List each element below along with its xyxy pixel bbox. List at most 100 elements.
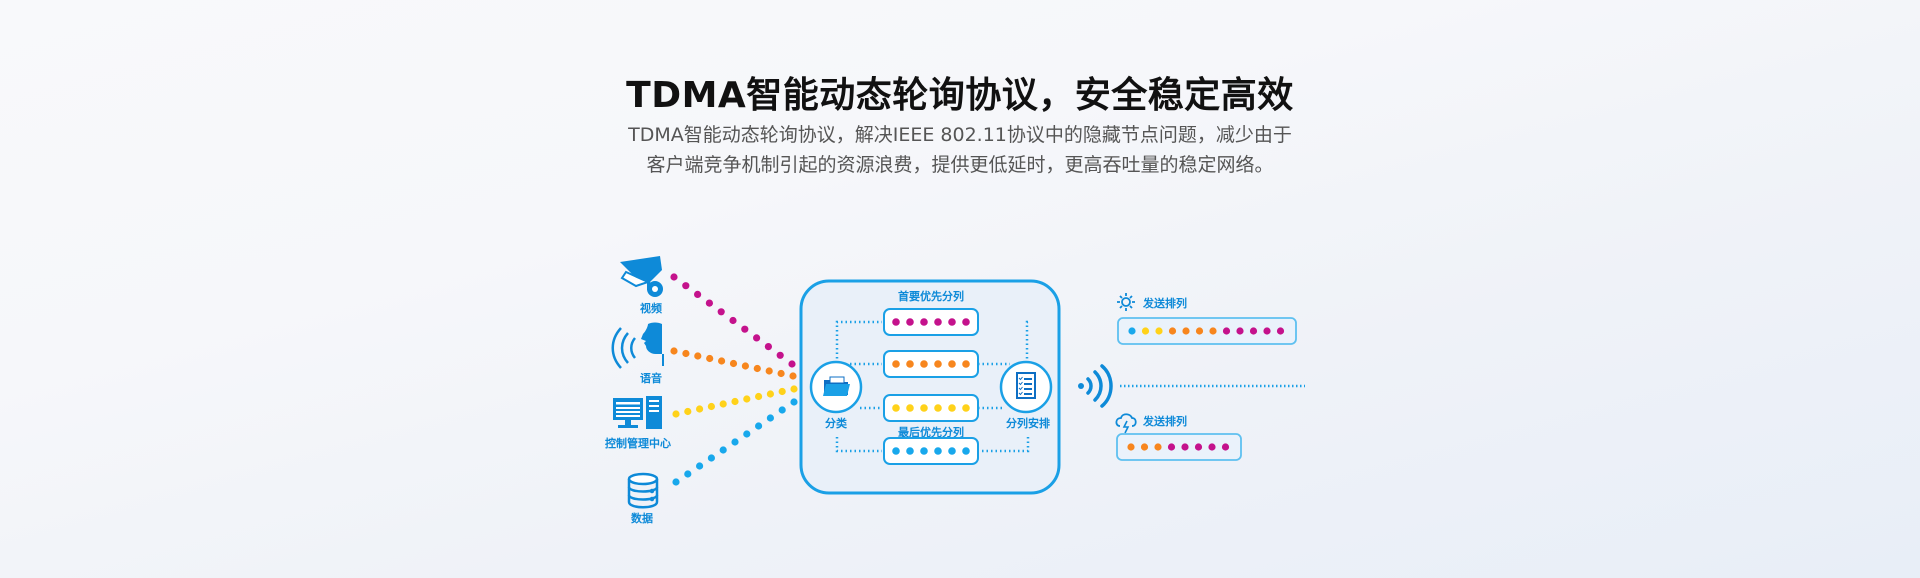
- queue-dot: [934, 447, 942, 455]
- output-dot: [1195, 327, 1204, 335]
- queue-box: [883, 350, 979, 378]
- queue-dot: [962, 447, 970, 455]
- flow-dot-yellow: [672, 410, 680, 418]
- source-label-control: 控制管理中心: [605, 436, 671, 450]
- queue-dot: [906, 447, 914, 455]
- queue-dot: [920, 360, 928, 368]
- flow-dot-magenta: [753, 334, 761, 342]
- queue-dot: [948, 404, 956, 412]
- output-dot: [1168, 327, 1177, 335]
- flow-dot-cyan: [790, 398, 798, 406]
- output-dot: [1236, 327, 1244, 335]
- voice-icon: [611, 322, 664, 369]
- flow-dot-orange: [694, 352, 702, 360]
- source-label-video: 视频: [640, 301, 662, 315]
- queue-top-label: 首要优先分列: [898, 289, 964, 303]
- output-queue-box: [1116, 433, 1242, 461]
- flow-dot-magenta: [670, 273, 678, 281]
- output-dot: [1263, 327, 1271, 335]
- flow-dot-yellow: [696, 405, 704, 413]
- queue-connectors: [835, 320, 1030, 453]
- flow-dot-magenta: [717, 308, 725, 316]
- output-dot: [1167, 443, 1176, 451]
- flow-dot-cyan: [743, 430, 751, 438]
- queue-bottom-label: 最后优先分列: [898, 425, 964, 439]
- flow-dot-orange: [741, 362, 750, 370]
- queue-box: [883, 394, 979, 422]
- queue-box: [883, 308, 979, 336]
- output-dot: [1222, 327, 1231, 335]
- schedule-label: 分列安排: [1006, 416, 1050, 430]
- flow-dot-yellow: [778, 387, 786, 396]
- flow-dot-orange: [718, 357, 726, 365]
- source-label-voice: 语音: [640, 371, 662, 385]
- flow-dot-cyan: [672, 478, 680, 486]
- queue-dot: [920, 447, 928, 455]
- flow-dot-cyan: [696, 462, 704, 470]
- flow-dot-orange: [706, 354, 714, 363]
- queue-dot: [892, 318, 900, 326]
- schedule-node: [999, 360, 1053, 414]
- output-queue-box: [1117, 317, 1297, 345]
- output-dot: [1127, 443, 1135, 451]
- cloud-lightning-icon: [1115, 413, 1137, 434]
- flow-dot-orange: [777, 369, 785, 378]
- flow-dot-magenta: [776, 351, 784, 359]
- flow-dot-magenta: [705, 299, 714, 307]
- flow-dot-magenta: [694, 290, 702, 298]
- queue-dot: [920, 318, 928, 326]
- output-dot: [1221, 443, 1230, 451]
- output-dot: [1249, 327, 1258, 335]
- output-label-2: 发送排列: [1142, 414, 1187, 428]
- queue-dot: [948, 360, 956, 368]
- description-line: TDMA智能动态轮询协议，解决IEEE 802.11协议中的隐藏节点问题，减少由…: [628, 124, 1292, 146]
- folder-icon: [823, 376, 850, 396]
- flow-dot-yellow: [755, 392, 763, 401]
- queue-dot: [920, 404, 928, 412]
- output-dot: [1208, 443, 1216, 451]
- flow-dot-cyan: [707, 454, 716, 462]
- queue-dot: [906, 318, 914, 326]
- output-dot: [1209, 327, 1217, 335]
- source-flows: [670, 273, 798, 486]
- queue-dot: [962, 318, 970, 326]
- flow-dot-orange: [789, 372, 797, 380]
- database-icon: [627, 472, 659, 509]
- flow-dot-yellow: [719, 400, 727, 408]
- queue-dot: [934, 360, 942, 368]
- flow-dot-orange: [765, 367, 773, 375]
- flow-dot-cyan: [755, 422, 763, 430]
- queue-dot: [892, 360, 900, 368]
- queue-dot: [892, 404, 900, 412]
- queue-dot: [962, 360, 970, 368]
- queue-dot: [962, 404, 970, 412]
- flow-dot-cyan: [766, 414, 775, 422]
- output-dot: [1181, 443, 1189, 451]
- output-dot: [1140, 443, 1149, 451]
- flow-dot-yellow: [731, 397, 739, 406]
- page-title: TDMA智能动态轮询协议，安全稳定高效: [626, 75, 1294, 116]
- camera-icon: [620, 256, 663, 297]
- flow-dot-yellow: [790, 385, 798, 393]
- flow-dot-cyan: [719, 446, 727, 454]
- flow-dot-magenta: [729, 316, 737, 325]
- computer-icon: [613, 396, 662, 429]
- output-dot: [1276, 327, 1285, 335]
- flow-dot-yellow: [766, 390, 775, 398]
- queue-dot: [906, 360, 914, 368]
- output-dot: [1155, 327, 1163, 335]
- flow-dot-magenta: [682, 282, 690, 290]
- queue-dot: [934, 404, 942, 412]
- queue-dot: [906, 404, 914, 412]
- output-label-1: 发送排列: [1142, 296, 1187, 310]
- output-dot: [1154, 443, 1162, 451]
- flow-dot-magenta: [764, 343, 773, 351]
- description-line: 客户端竞争机制引起的资源浪费，提供更低延时，更高吞吐量的稳定网络。: [646, 154, 1274, 176]
- wireless-icon: [1078, 364, 1113, 408]
- scheduler-container: [799, 279, 1061, 495]
- flow-dot-cyan: [731, 438, 739, 446]
- flow-dot-cyan: [778, 406, 786, 414]
- queue-dot: [892, 447, 900, 455]
- flow-dot-yellow: [684, 407, 692, 416]
